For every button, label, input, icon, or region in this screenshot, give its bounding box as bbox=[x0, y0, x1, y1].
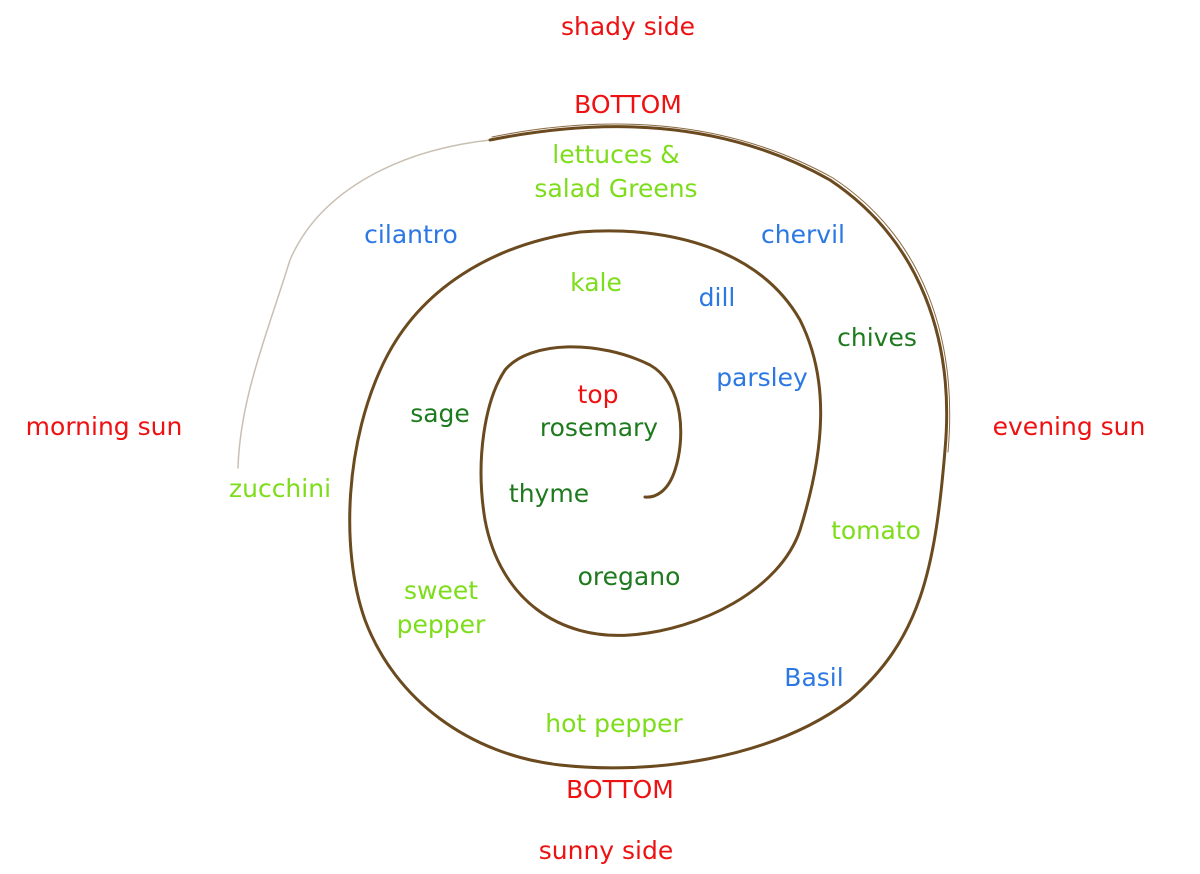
chives-label: chives bbox=[837, 323, 917, 352]
top-label: top bbox=[577, 380, 619, 409]
cilantro-label: cilantro bbox=[364, 220, 458, 249]
lettuces-line-1: lettuces & bbox=[552, 140, 680, 169]
spiral-wall-sketch-line bbox=[491, 123, 951, 453]
hot-pepper-label: hot pepper bbox=[545, 709, 683, 738]
parsley-label: parsley bbox=[716, 363, 808, 392]
sweet-pepper-line-1: sweet bbox=[403, 576, 479, 605]
kale-label: kale bbox=[570, 268, 622, 297]
bottom-label-bottom: BOTTOM bbox=[566, 775, 674, 804]
shady-side-label: shady side bbox=[560, 12, 696, 41]
sage-label: sage bbox=[410, 399, 470, 428]
evening-sun-label: evening sun bbox=[992, 412, 1146, 441]
rosemary-label: rosemary bbox=[539, 413, 659, 442]
basil-label: Basil bbox=[784, 663, 844, 692]
chervil-label: chervil bbox=[761, 220, 845, 249]
spiral-wall-faint-start bbox=[237, 139, 491, 469]
lettuces-line-2: salad Greens bbox=[534, 174, 698, 203]
spiral-wall-line bbox=[348, 125, 949, 770]
tomato-label: tomato bbox=[831, 516, 921, 545]
thyme-label: thyme bbox=[508, 479, 590, 508]
bottom-label-top: BOTTOM bbox=[574, 90, 682, 119]
lettuces-label: lettuces & salad Greens bbox=[534, 138, 697, 206]
zucchini-label: zucchini bbox=[228, 474, 332, 503]
oregano-label: oregano bbox=[577, 562, 681, 591]
morning-sun-label: morning sun bbox=[25, 412, 183, 441]
sunny-side-label: sunny side bbox=[538, 836, 674, 865]
dill-label: dill bbox=[698, 283, 736, 312]
sweet-pepper-line-2: pepper bbox=[396, 610, 486, 639]
sweet-pepper-label: sweet pepper bbox=[397, 574, 486, 642]
